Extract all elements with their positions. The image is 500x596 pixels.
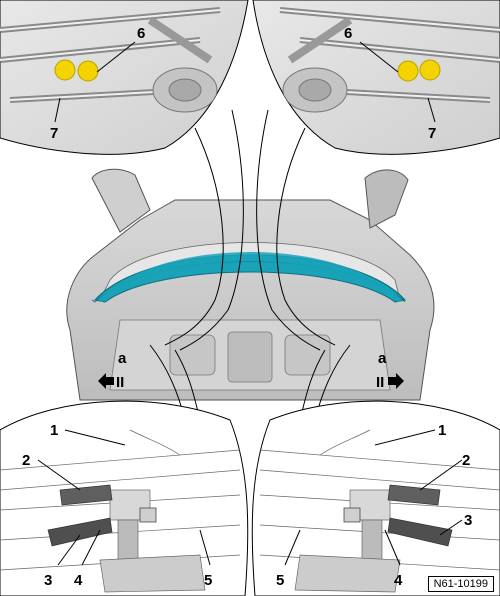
view-marker-left-letter: a — [118, 350, 127, 367]
callout-6-right: 6 — [344, 25, 352, 42]
view-marker-right-numeral: II — [376, 374, 384, 391]
callout-4-right: 4 — [394, 572, 403, 589]
detail-top-left: 6 7 — [0, 0, 249, 155]
callout-3-right: 3 — [464, 512, 472, 529]
reference-code: N61-10199 — [427, 576, 494, 592]
connector-left-b — [77, 60, 99, 82]
detail-bottom-left: 1 2 3 4 5 — [0, 400, 249, 596]
callout-6-left: 6 — [137, 25, 145, 42]
connector-right-a — [397, 60, 419, 82]
callout-4-left: 4 — [74, 572, 83, 589]
connector-right-b — [419, 59, 441, 81]
view-marker-right: a II — [376, 350, 404, 391]
callout-1-left: 1 — [50, 422, 58, 439]
connector-left-a — [54, 59, 76, 81]
callout-5-right: 5 — [276, 572, 284, 589]
callout-1-right: 1 — [438, 422, 446, 439]
callout-2-left: 2 — [22, 452, 30, 469]
view-marker-left: a II — [98, 350, 127, 391]
view-marker-left-numeral: II — [116, 374, 124, 391]
callout-7-right: 7 — [428, 125, 436, 142]
callout-7-left: 7 — [50, 125, 58, 142]
view-marker-right-letter: a — [378, 350, 387, 367]
callout-3-left: 3 — [44, 572, 52, 589]
detail-top-right: 6 7 — [252, 0, 500, 155]
callout-5-left: 5 — [204, 572, 212, 589]
callout-2-right: 2 — [462, 452, 470, 469]
detail-bottom-right: 1 2 3 4 5 — [251, 400, 500, 596]
